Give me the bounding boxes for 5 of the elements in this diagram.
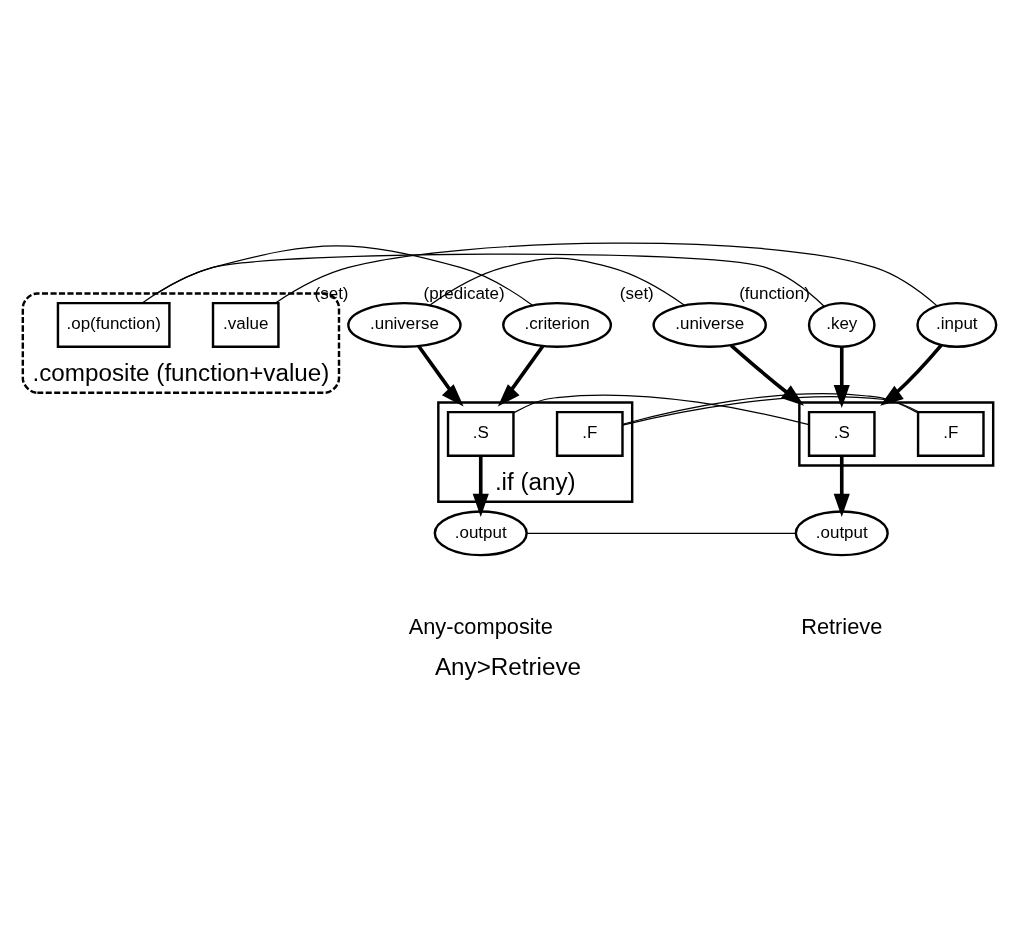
label: Any-composite bbox=[408, 613, 553, 639]
label: Retrieve bbox=[801, 613, 883, 639]
node-label: (function) bbox=[739, 283, 810, 303]
node-label: (set) bbox=[619, 283, 654, 303]
diagram-title: Any>Retrieve bbox=[434, 652, 582, 680]
